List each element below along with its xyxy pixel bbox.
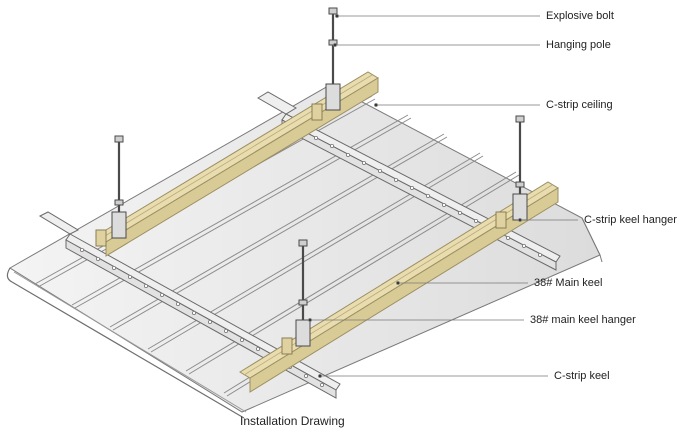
explosive-bolts xyxy=(114,7,525,306)
callout-c-strip-ceiling: C-strip ceiling xyxy=(546,99,613,111)
callout-main-keel-hanger: 38# main keel hanger xyxy=(530,314,636,326)
ceiling-right-edge xyxy=(581,217,603,263)
callout-c-strip-keel: C-strip keel xyxy=(554,370,610,382)
callout-c-strip-keel-hanger: C-strip keel hanger xyxy=(584,214,677,226)
ceiling-left-edge xyxy=(6,267,245,419)
figure-caption: Installation Drawing xyxy=(240,414,345,428)
callout-main-keel: 38# Main keel xyxy=(534,277,603,289)
keel-hangers xyxy=(111,83,528,347)
callout-lines xyxy=(308,14,578,378)
callout-hanging-pole: Hanging pole xyxy=(546,39,611,51)
explosive-bolt xyxy=(328,7,338,15)
keel-hanger-clips xyxy=(95,103,507,355)
main-keel-hanger xyxy=(325,83,341,111)
callout-explosive-bolt: Explosive bolt xyxy=(546,10,614,22)
c-strip-keel-hanger xyxy=(512,193,528,221)
main-keel-lower xyxy=(239,181,559,393)
